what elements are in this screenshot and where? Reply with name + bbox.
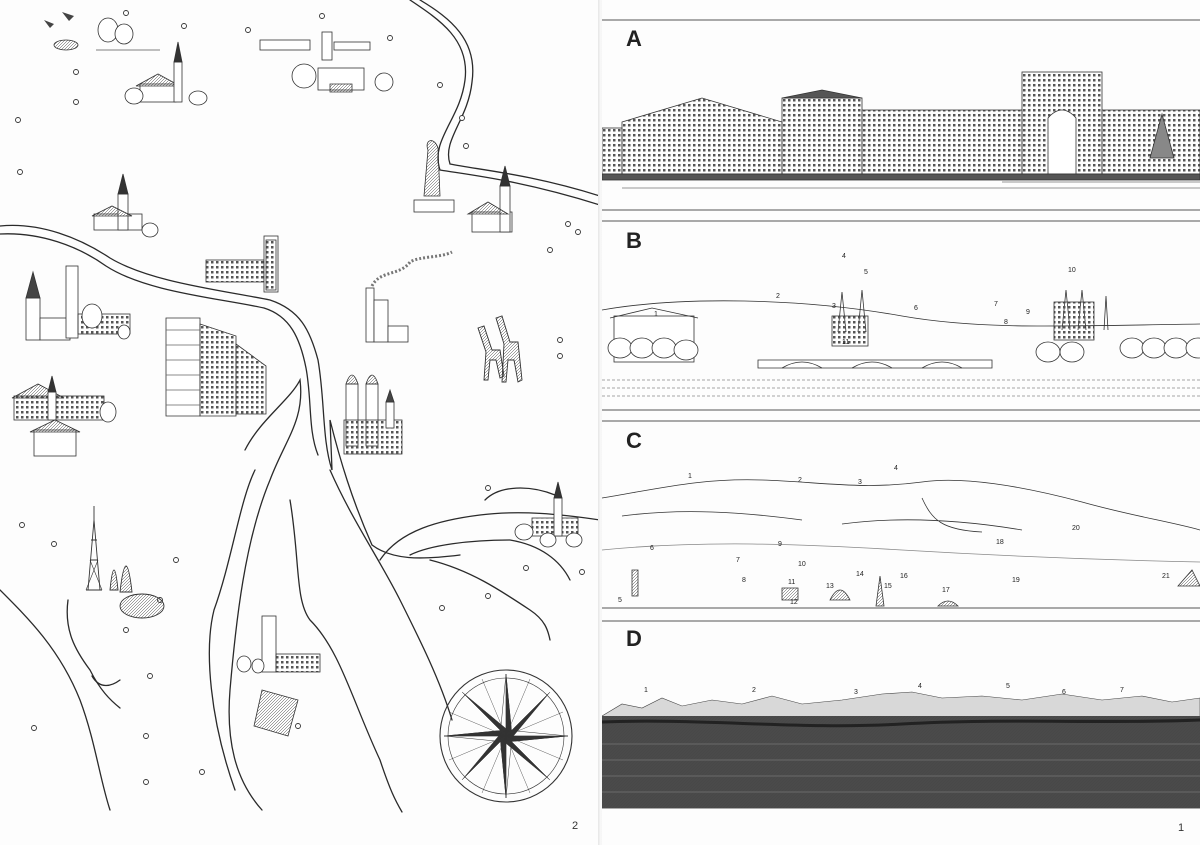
book-gutter [598,0,604,845]
label-c-11: 11 [788,579,795,586]
city-skyline [602,289,1200,397]
label-b-6: 6 [914,305,918,312]
stream-northeast [409,0,600,206]
stream-west-branch-2 [91,675,121,687]
stream-northeast-2 [419,0,600,197]
label-d-4: 4 [918,683,922,690]
label-c-13: 13 [826,583,834,590]
label-c-8: 8 [742,577,746,584]
label-b-7: 7 [994,301,998,308]
label-c-19: 19 [1012,577,1020,584]
cathedral-icon [343,374,403,455]
panorama-c-labels: 1 2 3 4 5 6 7 8 9 10 11 12 13 14 15 16 1 [618,465,1170,606]
label-c-12: 12 [790,599,798,606]
label-c-10: 10 [798,561,806,568]
lake-inner-shore [208,469,256,791]
school-building-icon [205,235,279,293]
panorama-d[interactable]: 1 2 3 4 5 6 7 D [602,620,1200,814]
panel-letter-a: A [626,26,642,51]
label-c-3: 3 [858,479,862,486]
church-icon [236,615,321,737]
page-number-left: 2 [572,820,579,832]
label-c-21: 21 [1162,573,1170,580]
stream-west-branch [66,599,121,709]
river-east-2 [409,539,571,581]
label-c-17: 17 [942,587,950,594]
panel-letter-d: D [626,626,642,651]
panorama-c[interactable]: 1 2 3 4 5 6 7 8 9 10 11 12 13 14 15 16 1 [602,420,1200,614]
stream-west [0,589,111,811]
church-icon [466,165,513,233]
lake-west-shore [228,377,302,811]
lake-south-shore [289,499,403,813]
church-icon [25,265,131,341]
label-b-3: 3 [832,303,836,310]
label-c-18: 18 [996,539,1004,546]
church-icon [11,375,117,457]
label-b-2: 2 [776,293,780,300]
tower-icon [85,506,165,619]
label-b-10: 10 [1068,267,1076,274]
factory-icon [365,250,453,343]
station-hall [602,71,1200,189]
campus-building-icon [259,31,394,93]
panel-letter-c: C [626,428,642,453]
label-c-4: 4 [894,465,898,472]
label-b-5: 5 [864,269,868,276]
duck-icon [44,12,74,28]
label-b-8: 8 [1004,319,1008,326]
label-d-1: 1 [644,687,648,694]
label-d-6: 6 [1062,689,1066,696]
label-c-6: 6 [650,545,654,552]
river-east [379,512,600,561]
label-c-20: 20 [1072,525,1080,532]
label-c-2: 2 [798,477,802,484]
panel-letter-b: B [626,228,642,253]
label-c-1: 1 [688,473,692,480]
highrise-icon [165,317,267,417]
river-bank-south [0,233,319,456]
label-d-3: 3 [854,689,858,696]
church-icon [514,481,583,548]
label-c-9: 9 [778,541,782,548]
label-c-5: 5 [618,597,622,604]
panorama-page: A [602,0,1200,845]
panorama-b[interactable]: 1 2 3 4 5 6 7 8 9 10 11 B [602,220,1200,414]
river-bank-north [0,224,461,559]
label-c-7: 7 [736,557,740,564]
fountain-statue-icon [413,140,455,213]
label-c-14: 14 [856,571,864,578]
page-number-right: 1 [1178,822,1185,834]
alps-silhouette [602,691,1200,808]
label-b-4: 4 [842,253,846,260]
compass-rose-icon [439,669,573,803]
label-b-11: 11 [842,339,849,346]
church-icon [124,41,208,106]
river-east-3 [484,487,556,501]
label-d-7: 7 [1120,687,1124,694]
illustrated-map[interactable] [0,0,600,845]
label-d-5: 5 [1006,683,1010,690]
label-d-2: 2 [752,687,756,694]
tree-icon [53,17,160,51]
panorama-b-labels: 1 2 3 4 5 6 7 8 9 10 11 [654,253,1076,346]
label-c-15: 15 [884,583,892,590]
lake-east-shore [329,469,453,721]
giraffe-icon [477,315,523,383]
illustrated-map-page: 2 [0,0,600,845]
label-b-9: 9 [1026,309,1030,316]
label-c-16: 16 [900,573,908,580]
church-icon [91,173,159,238]
hill-silhouette [602,479,1200,607]
stream-east-valley [429,559,551,641]
panorama-d-labels: 1 2 3 4 5 6 7 [644,683,1124,696]
label-b-1: 1 [654,311,658,318]
panorama-a[interactable]: A [602,18,1200,212]
